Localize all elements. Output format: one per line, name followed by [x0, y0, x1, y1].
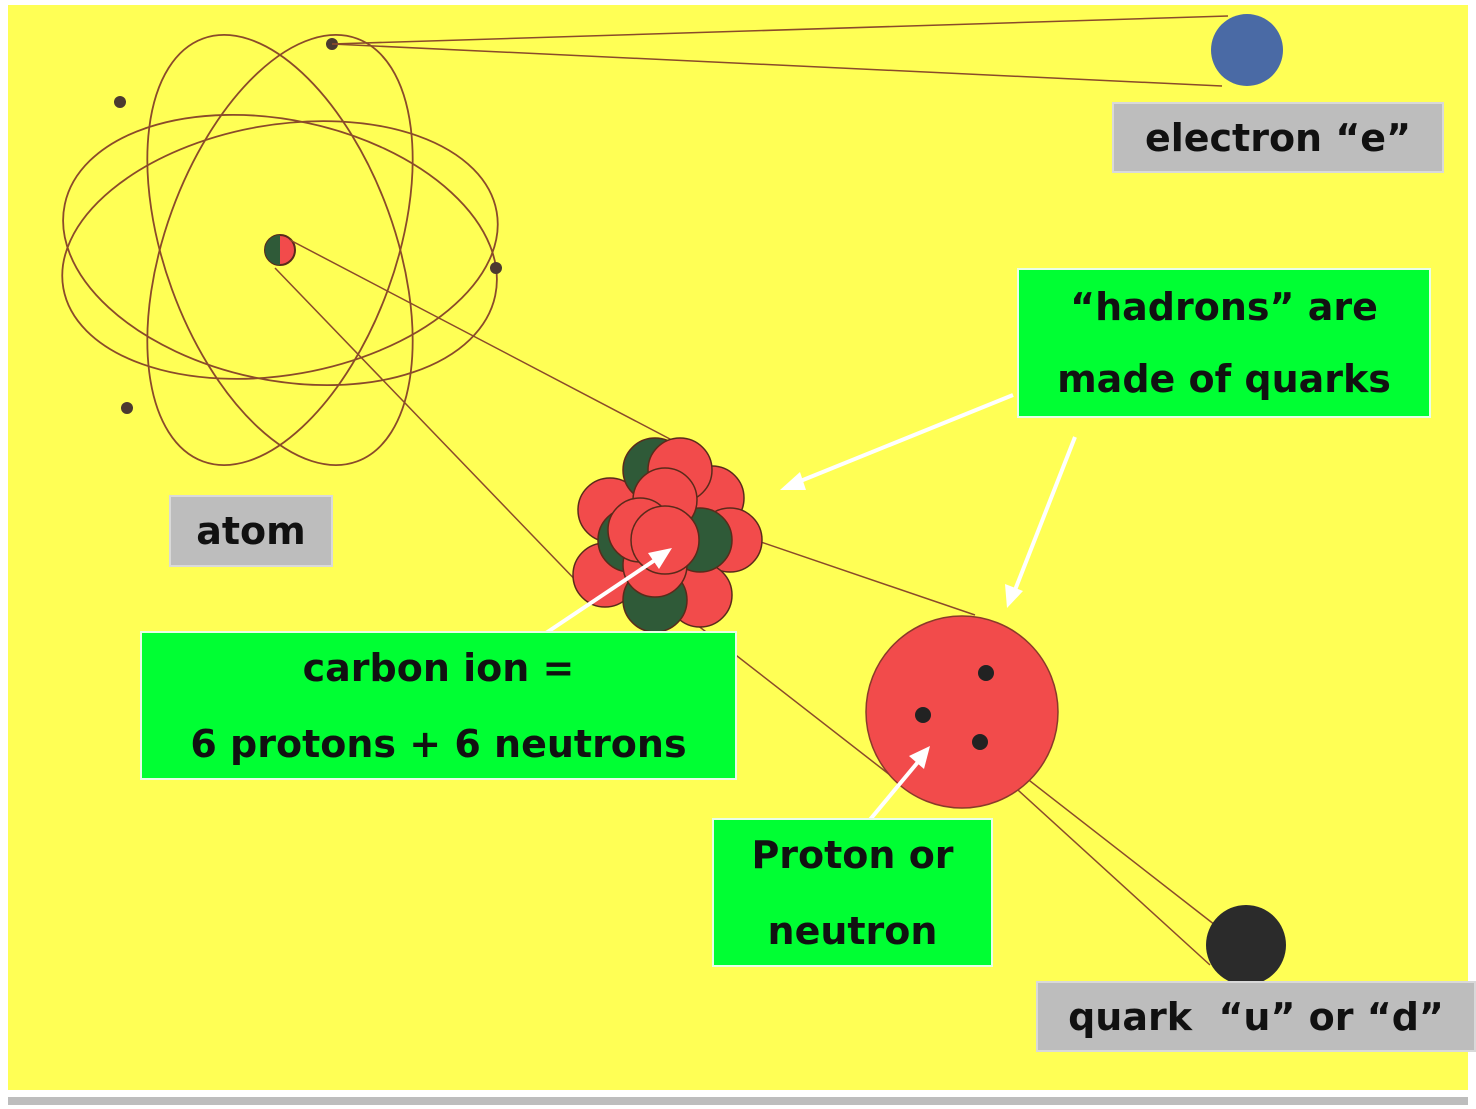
bottom-bar: [8, 1097, 1468, 1105]
quark-icon: [1206, 905, 1286, 985]
nucleon-label-line1: Proton or: [751, 836, 953, 874]
carbon-ion-label: carbon ion = 6 protons + 6 neutrons: [140, 631, 737, 780]
quark-label: quark “u” or “d”: [1036, 981, 1476, 1052]
carbon-ion-label-line2: 6 protons + 6 neutrons: [190, 725, 686, 763]
hadrons-label-line2: made of quarks: [1057, 360, 1391, 398]
proton-icon: [866, 616, 1058, 808]
electron-label-text: electron “e”: [1145, 119, 1411, 157]
quark-label-text: quark “u” or “d”: [1068, 998, 1444, 1036]
electron-label: electron “e”: [1112, 102, 1444, 173]
nucleon-label-line2: neutron: [768, 912, 938, 950]
carbon-ion-label-line1: carbon ion =: [303, 649, 575, 687]
electron-icon: [1211, 14, 1283, 86]
hadrons-label: “hadrons” are made of quarks: [1017, 268, 1431, 418]
nucleon-label: Proton or neutron: [712, 818, 993, 967]
hadrons-label-line1: “hadrons” are: [1070, 288, 1378, 326]
atom-label: atom: [169, 495, 333, 567]
atom-label-text: atom: [196, 512, 306, 550]
